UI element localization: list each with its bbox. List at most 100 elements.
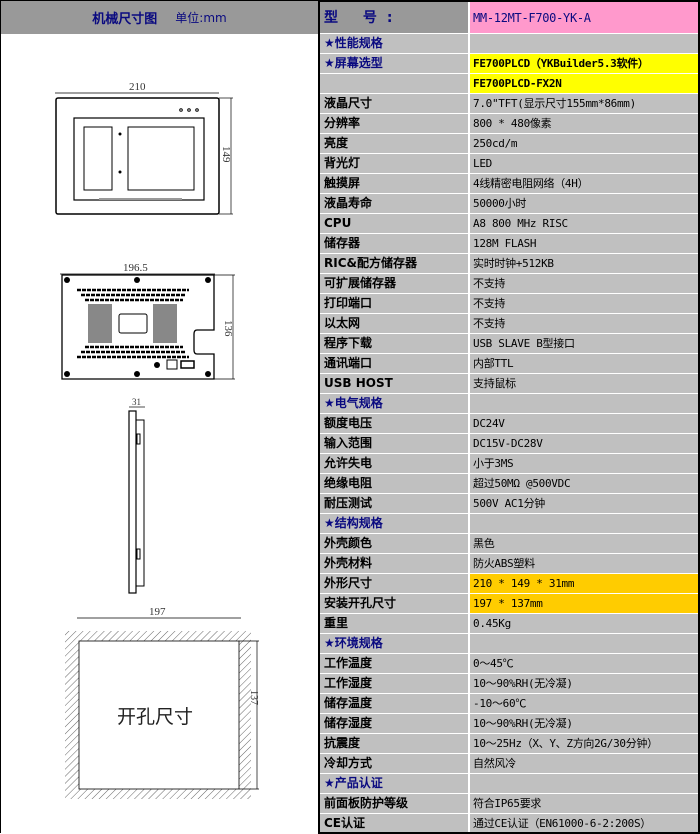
spec-row: 通讯端口内部TTL [320, 354, 698, 374]
spec-label: 安装开孔尺寸 [320, 594, 470, 613]
drawings: 210 149 196.5 [55, 81, 259, 799]
spec-value: 210 * 149 * 31mm [470, 574, 698, 593]
back-height-label: 136 [222, 320, 234, 337]
spec-label: ★屏幕选型 [320, 54, 470, 73]
spec-row: FE700PLCD-FX2N [320, 74, 698, 94]
spec-label: ★环境规格 [320, 634, 470, 653]
spec-label: 储存器 [320, 234, 470, 253]
spec-value: 通过CE认证（EN61000-6-2:200S） [473, 817, 652, 830]
spec-label: 分辨率 [320, 114, 470, 133]
back-view: 196.5 136 [60, 262, 235, 380]
spec-label: 亮度 [320, 134, 470, 153]
spec-row: RIC&配方储存器实时时钟+512KB [320, 254, 698, 274]
spec-value: A8 800 MHz RISC [473, 217, 568, 230]
spec-value: 实时时钟+512KB [473, 257, 554, 270]
cutout-label: 开孔尺寸 [117, 706, 193, 728]
model-value: MM-12MT-F700-YK-A [470, 2, 698, 33]
spec-label: 绝缘电阻 [320, 474, 470, 493]
spec-label: 以太网 [320, 314, 470, 333]
spec-row: 可扩展储存器不支持 [320, 274, 698, 294]
side-depth-label: 31 [132, 397, 141, 407]
spec-value [470, 774, 698, 793]
spec-label: 工作温度 [320, 654, 470, 673]
spec-label: 输入范围 [320, 434, 470, 453]
spec-label: 储存温度 [320, 694, 470, 713]
spec-value: LED [473, 157, 492, 170]
spec-value: FE700PLCD（YKBuilder5.3软件） [470, 54, 698, 73]
spec-value: 500V AC1分钟 [473, 497, 545, 510]
spec-value: 197 * 137mm [470, 594, 698, 613]
spec-label: 液晶尺寸 [320, 94, 470, 113]
section-header-row: ★产品认证 [320, 774, 698, 794]
spec-value [470, 634, 698, 653]
spec-label: 额度电压 [320, 414, 470, 433]
cutout-width-label: 197 [149, 606, 166, 618]
spec-value: 防火ABS塑料 [473, 557, 535, 570]
spec-row: 以太网不支持 [320, 314, 698, 334]
spec-label: 工作湿度 [320, 674, 470, 693]
spec-value: 7.0"TFT(显示尺寸155mm*86mm) [473, 97, 636, 110]
spec-label: 液晶寿命 [320, 194, 470, 213]
spec-value: 0～45℃ [473, 657, 514, 670]
spec-value: 不支持 [473, 317, 506, 330]
drawing-header: 机械尺寸图 单位:mm [1, 0, 318, 34]
spec-label: 触摸屏 [320, 174, 470, 193]
spec-label: 前面板防护等级 [320, 794, 470, 813]
cutout-height-label: 137 [248, 690, 259, 705]
model-label: 型 号: [320, 2, 470, 33]
spec-value: 自然风冷 [473, 757, 516, 770]
spec-row: 允许失电小于3MS [320, 454, 698, 474]
spec-value: -10～60℃ [473, 697, 527, 710]
spec-value: FE700PLCD-FX2N [470, 74, 698, 93]
spec-label: 重里 [320, 614, 470, 633]
spec-label: 冷却方式 [320, 754, 470, 773]
spec-value: 小于3MS [473, 457, 514, 470]
back-width-label: 196.5 [123, 262, 148, 274]
spec-label: 可扩展储存器 [320, 274, 470, 293]
cutout-view: 197 137 开孔尺寸 [65, 606, 259, 799]
spec-row: CE认证通过CE认证（EN61000-6-2:200S） [320, 814, 698, 834]
spec-value: 128M FLASH [473, 237, 537, 250]
side-view: 31 [128, 397, 145, 594]
spec-value: 黑色 [473, 537, 495, 550]
spec-row: 打印端口不支持 [320, 294, 698, 314]
spec-label: 程序下载 [320, 334, 470, 353]
spec-label: ★性能规格 [320, 34, 470, 53]
spec-value [470, 34, 698, 53]
spec-value: 800 * 480像素 [473, 117, 552, 130]
spec-row: 前面板防护等级符合IP65要求 [320, 794, 698, 814]
spec-value: USB SLAVE B型接口 [473, 337, 575, 350]
section-header-row: ★环境规格 [320, 634, 698, 654]
spec-row: 外壳颜色黑色 [320, 534, 698, 554]
spec-label: CE认证 [320, 814, 470, 832]
spec-label: 允许失电 [320, 454, 470, 473]
spec-value: 50000小时 [473, 197, 527, 210]
spec-value: 0.45Kg [473, 617, 511, 630]
spec-row: 绝缘电阻超过50MΩ @500VDC [320, 474, 698, 494]
spec-value: 250cd/m [473, 137, 518, 150]
spec-label: RIC&配方储存器 [320, 254, 470, 273]
drawing-title: 机械尺寸图 [92, 12, 158, 27]
front-height-label: 149 [220, 146, 232, 163]
spec-label [320, 74, 470, 93]
spec-label: 外形尺寸 [320, 574, 470, 593]
spec-label: USB HOST [320, 374, 470, 393]
spec-value: 内部TTL [473, 357, 514, 370]
spec-label: ★结构规格 [320, 514, 470, 533]
spec-value: 支持鼠标 [473, 377, 516, 390]
spec-value [470, 394, 698, 413]
spec-value: 10～90%RH(无冷凝) [473, 717, 573, 730]
